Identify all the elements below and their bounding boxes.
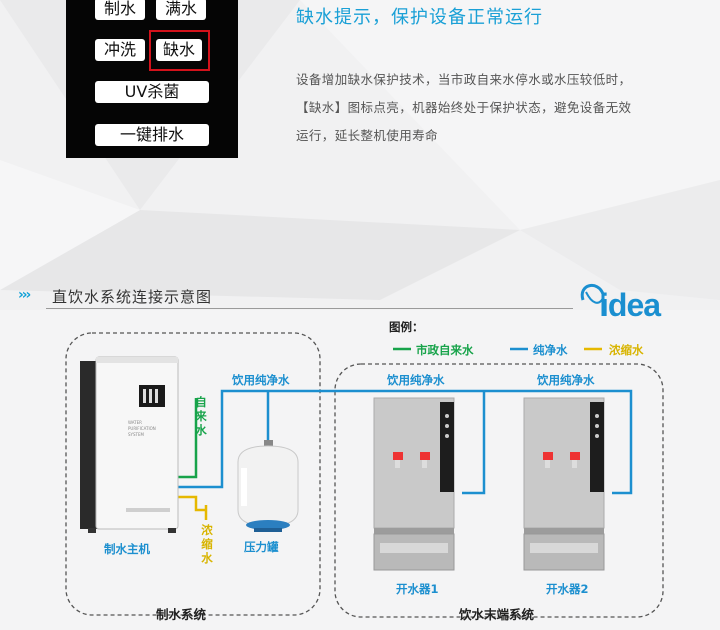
description-line: 设备增加缺水保护技术，当市政自来水停水或水压较低时， xyxy=(296,72,632,87)
unit-plate-text-2: PURIFICATION xyxy=(128,426,156,431)
pipe-label-pure-water-2: 饮用纯净水 xyxy=(387,373,445,387)
main-unit-illustration: WATER PURIFICATION SYSTEM xyxy=(80,356,179,533)
group-label-water-making: 制水系统 xyxy=(156,607,207,622)
control-panel: 制水 满水 冲洗 缺水 UV杀菌 一键排水 xyxy=(66,0,238,158)
description-line: 运行，延长整机使用寿命 xyxy=(296,128,438,143)
key-flush: 冲洗 xyxy=(95,39,145,61)
device-label-pressure-tank: 压力罐 xyxy=(244,540,279,554)
description-line: 【缺水】图标点亮，机器始终处于保护状态，避免设备无效 xyxy=(296,100,632,115)
unit-plate-text-1: WATER xyxy=(128,420,142,425)
device-label-main-unit: 制水主机 xyxy=(104,542,150,556)
key-make-water: 制水 xyxy=(95,0,145,20)
key-highlight-frame xyxy=(149,30,210,71)
key-low-water: 缺水 xyxy=(156,39,202,61)
group-label-dispensing: 饮水末端系统 xyxy=(459,607,535,622)
section-divider xyxy=(46,308,573,309)
unit-plate-text-3: SYSTEM xyxy=(128,432,144,437)
brand-logo-text: idea xyxy=(600,287,661,323)
section-title: 直饮水系统连接示意图 xyxy=(52,288,213,306)
key-uv-sterilize: UV杀菌 xyxy=(95,81,209,103)
pipe-label-pure-water-1: 饮用纯净水 xyxy=(232,373,290,387)
key-one-touch-drain: 一键排水 xyxy=(95,124,209,146)
legend-tap-water-label: 市政自来水 xyxy=(416,343,474,357)
dispenser-1-illustration xyxy=(373,397,455,571)
pure-water-pipe-main xyxy=(176,389,633,495)
concentrate-pipe xyxy=(176,495,206,512)
legend-pure-water-label: 纯净水 xyxy=(533,343,568,357)
legend-title: 图例： xyxy=(389,320,424,334)
device-label-dispenser-2: 开水器2 xyxy=(546,582,589,596)
legend-concentrate-label: 浓缩水 xyxy=(609,343,644,357)
feature-description: 设备增加缺水保护技术，当市政自来水停水或水压较低时， 【缺水】图标点亮，机器始终… xyxy=(296,66,686,150)
pipe-label-concentrate: 浓缩水 xyxy=(201,523,213,565)
pipe-label-tap-water: 自来水 xyxy=(195,395,207,437)
pipe-label-pure-water-3: 饮用纯净水 xyxy=(537,373,595,387)
water-making-system-box xyxy=(65,332,321,616)
feature-headline: 缺水提示，保护设备正常运行 xyxy=(296,7,543,28)
dispensing-system-box xyxy=(334,363,664,618)
pressure-tank-illustration xyxy=(237,440,299,532)
tap-water-pipe xyxy=(176,398,198,479)
pure-water-pipe-dispenser1 xyxy=(462,391,486,495)
device-label-dispenser-1: 开水器1 xyxy=(396,582,439,596)
key-full-water: 满水 xyxy=(156,0,206,20)
midea-logo: idea xyxy=(580,284,662,323)
dispenser-2-illustration xyxy=(523,397,605,571)
section-arrows-icon: ››› xyxy=(18,287,31,303)
